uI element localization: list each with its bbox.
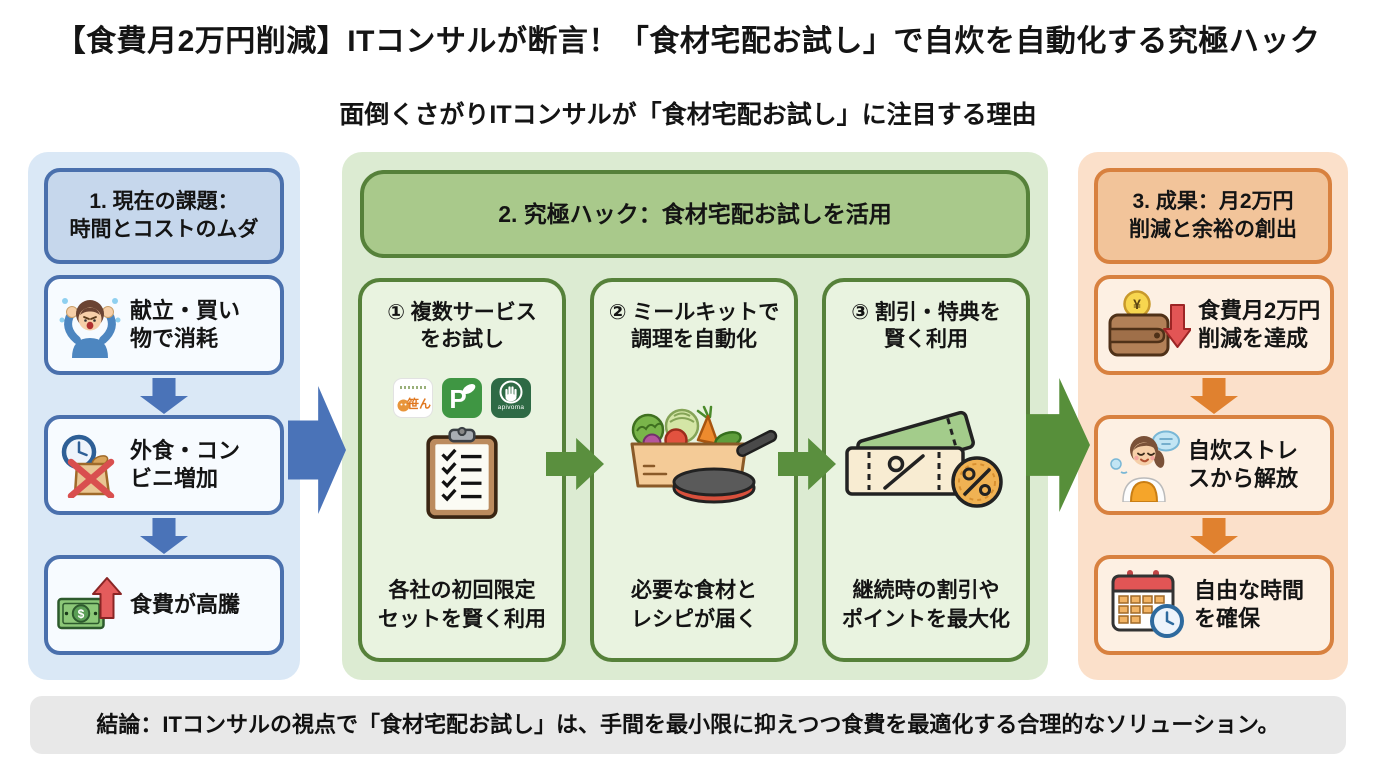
- stressed-person-icon: [57, 292, 123, 358]
- page-subtitle: 面倒くさがりITコンサルが「食材宅配お試し」に注目する理由: [339, 101, 1037, 129]
- app-logo-text: 笹ん: [407, 396, 432, 411]
- down-arrow-icon: [1190, 378, 1238, 414]
- problem-column: 1. 現在の課題： 時間とコストのムダ: [28, 152, 300, 680]
- outcome-column: 3. 成果：月2万円 削減と余裕の創出 ¥ 食費月2万円 削減を達成: [1078, 152, 1348, 680]
- problem-item-food-cost: $ 食費が高騰: [44, 555, 284, 655]
- hack-step-try-services: ① 複数サービス をお試し 笹ん P: [358, 278, 566, 662]
- svg-text:¥: ¥: [1133, 296, 1141, 312]
- outcome-header: 3. 成果：月2万円 削減と余裕の創出: [1094, 168, 1332, 264]
- hack-step-title: ① 複数サービス をお試し: [387, 301, 537, 352]
- delivery-app-icons: 笹ん P apivoma: [393, 377, 531, 418]
- money-rising-icon: $: [57, 576, 123, 634]
- clock-convenience-bag-icon: [57, 432, 123, 498]
- relaxed-cook-icon: [1107, 428, 1181, 502]
- hack-step-caption: 必要な食材と レシピが届く: [631, 579, 757, 631]
- meal-kit-box-pan-icon: [604, 390, 784, 514]
- conclusion-bar: 結論：ITコンサルの視点で「食材宅配お試し」は、手間を最小限に抑えつつ食費を最適…: [30, 696, 1346, 754]
- calendar-clock-icon: [1107, 569, 1187, 641]
- svg-text:$: $: [78, 607, 85, 621]
- problem-item-label: 食費が高騰: [130, 591, 241, 617]
- outcome-item-free-time: 自由な時間 を確保: [1094, 555, 1334, 655]
- outcome-item-stress-free: 自炊ストレ スから解放: [1094, 415, 1334, 515]
- app-logo-text: apivoma: [497, 403, 525, 411]
- hack-step-discounts: ③ 割引・特典を 賢く利用 継: [822, 278, 1030, 662]
- outcome-item-label: 食費月2万円 削減を達成: [1198, 297, 1321, 351]
- apivoma-app-icon: apivoma: [491, 377, 531, 418]
- page-title: 【食費月2万円削減】ITコンサルが断言！「食材宅配お試し」で自炊を自動化する究極…: [55, 25, 1321, 58]
- hack-step-caption: 各社の初回限定 セットを賢く利用: [378, 579, 546, 631]
- hack-step-title: ② ミールキットで 調理を自動化: [608, 301, 780, 352]
- outcome-item-savings: ¥ 食費月2万円 削減を達成: [1094, 275, 1334, 375]
- checklist-clipboard-icon: [422, 426, 502, 522]
- hack-column: 2. 究極ハック：食材宅配お試しを活用 ① 複数サービス をお試し 笹ん P: [342, 152, 1048, 680]
- problem-item-eating-out: 外食・コン ビニ増加: [44, 415, 284, 515]
- app-logo-tiny-text: [400, 385, 427, 389]
- problem-item-menu-shopping: 献立・買い 物で消耗: [44, 275, 284, 375]
- down-arrow-icon: [1190, 518, 1238, 554]
- hack-step-caption: 継続時の割引や ポイントを最大化: [842, 579, 1010, 631]
- outcome-item-label: 自由な時間 を確保: [1194, 577, 1305, 631]
- discount-coupons-icon: [841, 394, 1011, 514]
- down-arrow-icon: [140, 378, 188, 414]
- hack-header: 2. 究極ハック：食材宅配お試しを活用: [360, 170, 1030, 258]
- hack-step-title: ③ 割引・特典を 賢く利用: [851, 301, 1001, 352]
- down-arrow-icon: [140, 518, 188, 554]
- problem-item-label: 献立・買い 物で消耗: [130, 297, 241, 351]
- leaf-p-app-icon: P: [442, 377, 482, 418]
- problem-header: 1. 現在の課題： 時間とコストのムダ: [44, 168, 284, 264]
- svg-text:P: P: [449, 384, 466, 414]
- wallet-yen-savings-icon: ¥: [1107, 289, 1191, 361]
- hachin-app-icon: 笹ん: [393, 377, 433, 418]
- problem-item-label: 外食・コン ビニ増加: [130, 437, 241, 491]
- hack-step-meal-kit: ② ミールキットで 調理を自動化: [590, 278, 798, 662]
- outcome-item-label: 自炊ストレ スから解放: [1188, 437, 1299, 491]
